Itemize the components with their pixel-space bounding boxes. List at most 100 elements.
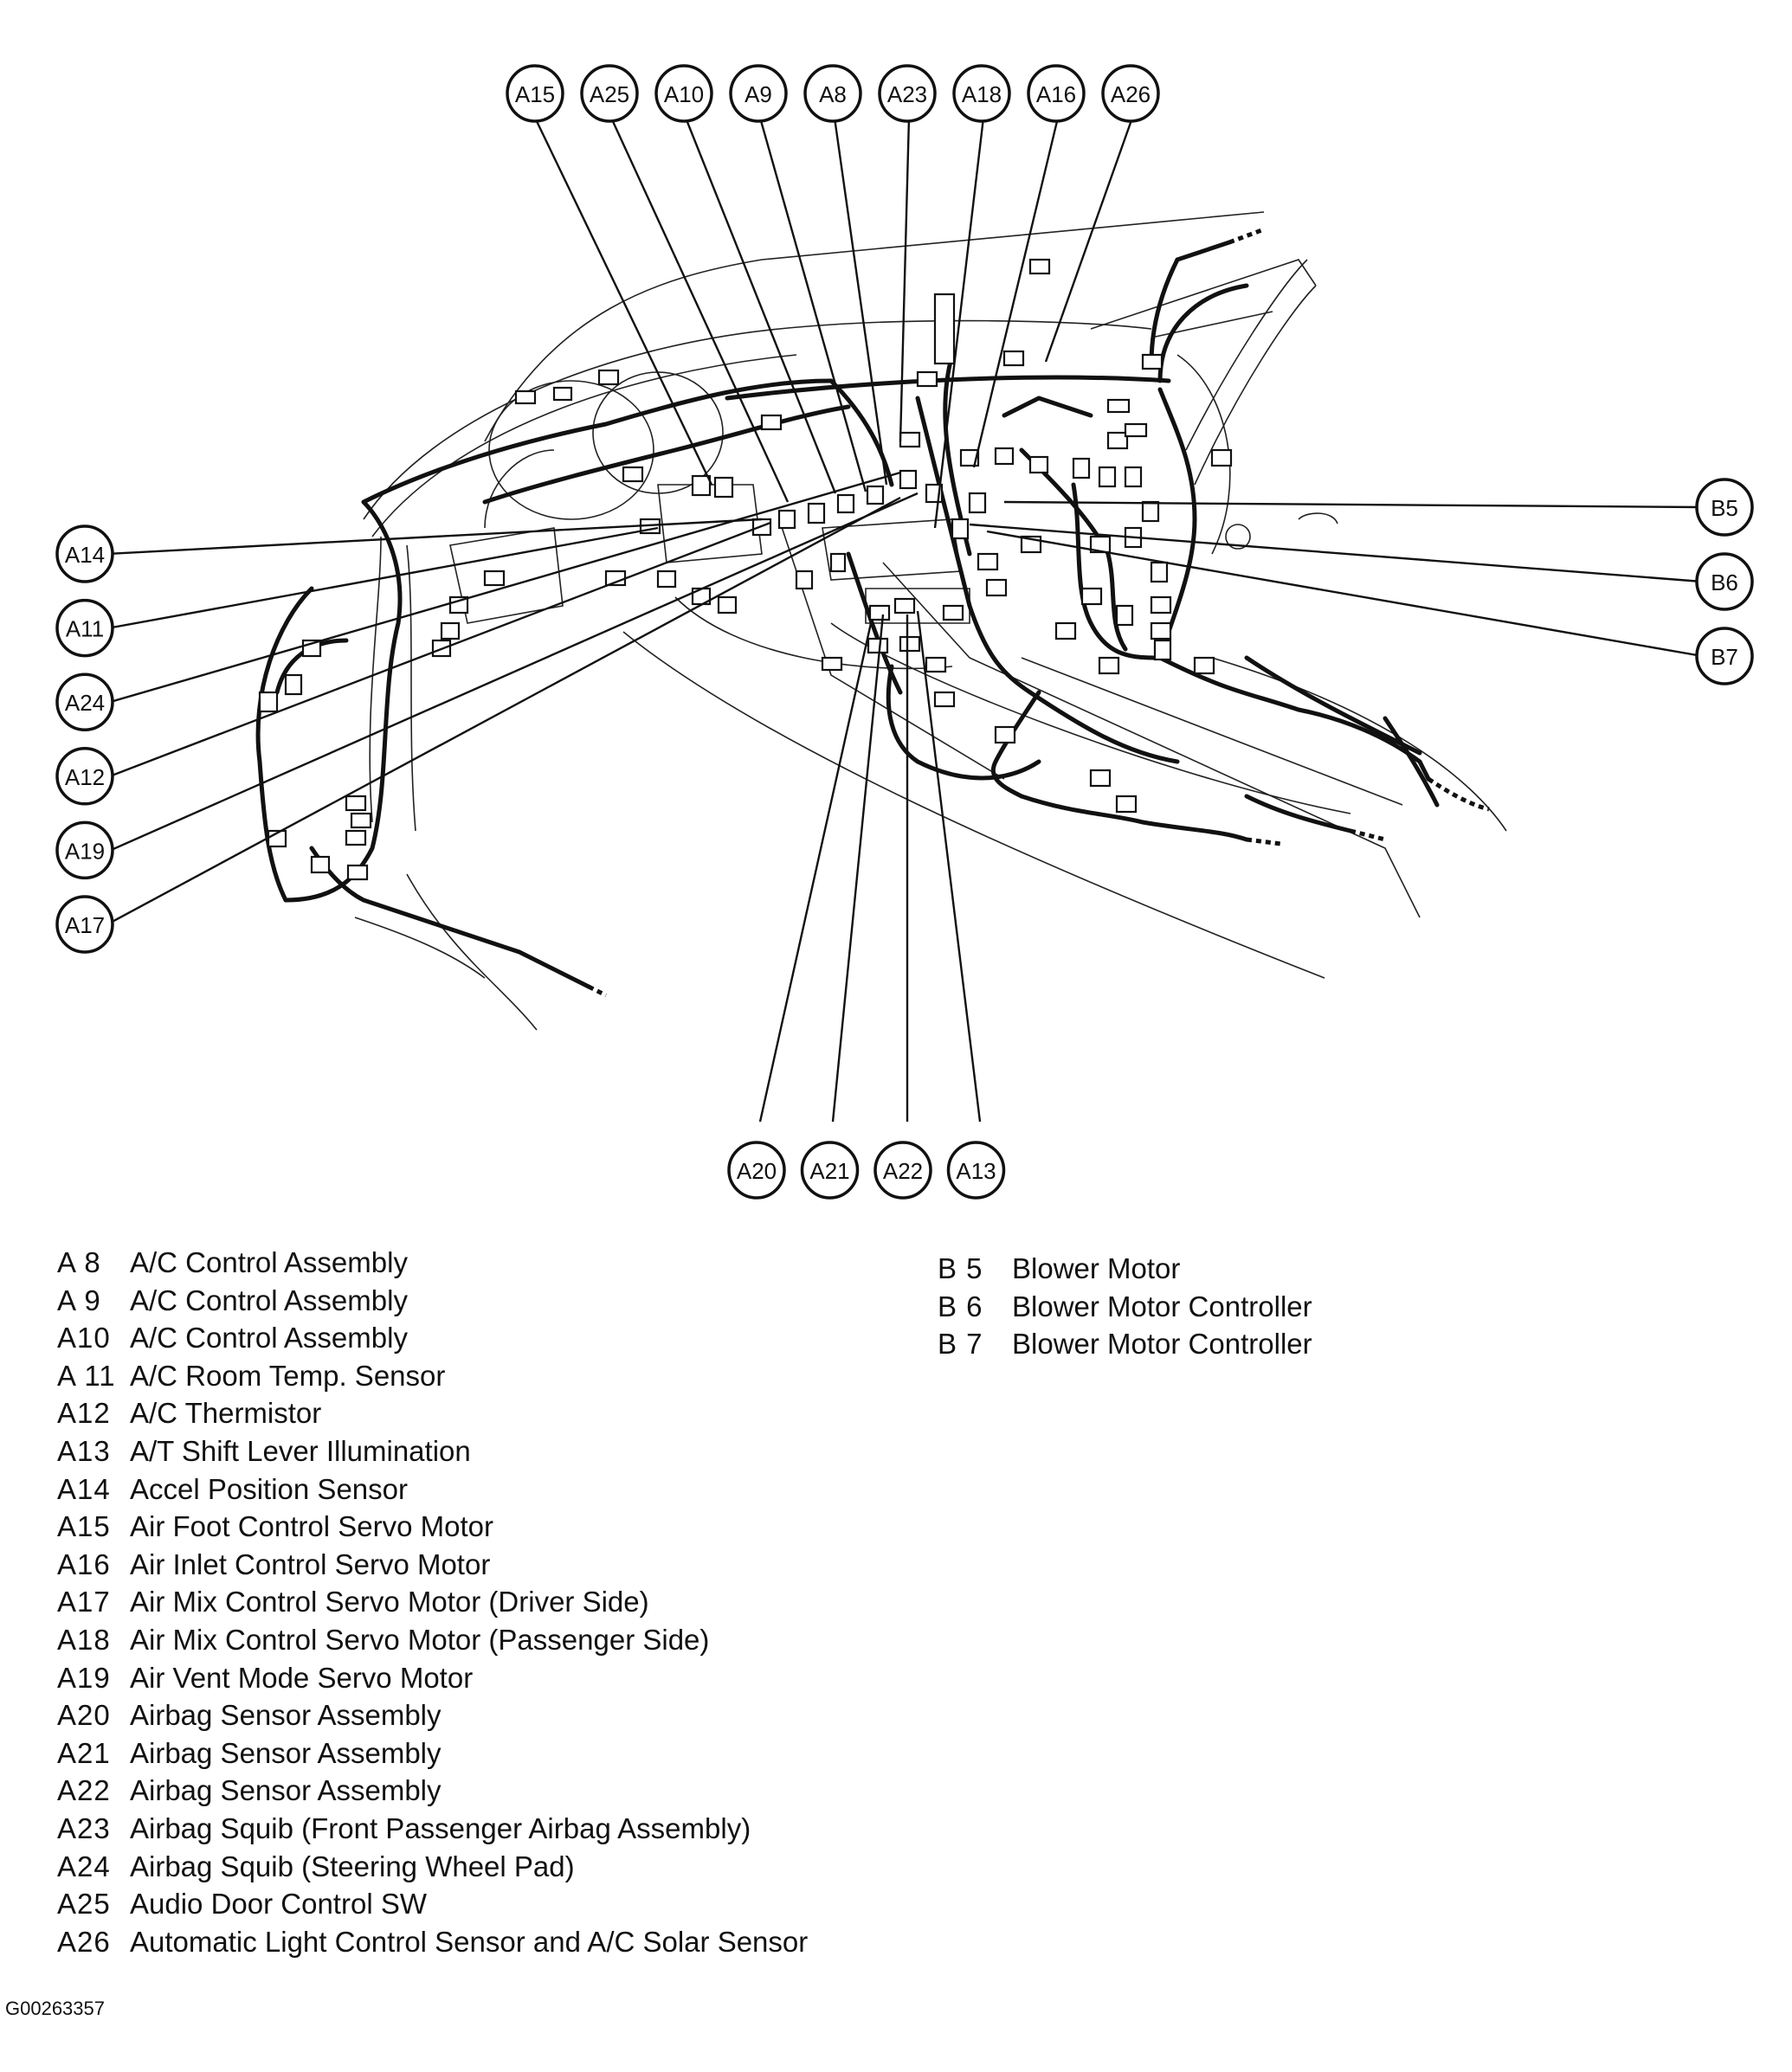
callout-a22: A22 [873, 1141, 932, 1200]
legend-row: A21 Airbag Sensor Assembly [57, 1734, 808, 1773]
callout-circle [952, 64, 1011, 123]
callout-a12: A12 [55, 747, 114, 806]
legend-code: A24 [57, 1850, 111, 1882]
callout-circle [946, 1141, 1006, 1200]
legend-name: Air Inlet Control Servo Motor [130, 1548, 491, 1580]
legend-b-list: B 5 Blower Motor B 6 Blower Motor Controlle… [938, 1250, 1312, 1363]
legend-name: Blower Motor [1012, 1252, 1181, 1284]
legend-code: A16 [57, 1548, 111, 1580]
callout-circle [1695, 627, 1754, 685]
callout-label: A21 [809, 1158, 849, 1184]
callout-label: A26 [1111, 81, 1151, 107]
legend-name: A/C Control Assembly [130, 1284, 408, 1316]
callout-a8: A8 [803, 64, 862, 123]
callout-label: A25 [590, 81, 629, 107]
callout-a23: A23 [878, 64, 937, 123]
legend-code: A18 [57, 1623, 111, 1656]
callout-circle [803, 64, 862, 123]
legend-code: A 8 [57, 1246, 101, 1278]
legend-code: A 9 [57, 1284, 101, 1316]
callout-label: A19 [65, 838, 105, 864]
callout-label: A24 [65, 690, 105, 716]
legend-row: A18 Air Mix Control Servo Motor (Passenge… [57, 1621, 808, 1659]
callout-a26: A26 [1101, 64, 1160, 123]
callout-label: B7 [1711, 644, 1738, 670]
callout-a18: A18 [952, 64, 1011, 123]
legend-code: B 6 [938, 1290, 983, 1322]
callout-label: B6 [1711, 569, 1738, 595]
callout-b7: B7 [1695, 627, 1754, 685]
callout-label: A8 [819, 81, 847, 107]
callout-circle [1027, 64, 1086, 123]
callout-circle [800, 1141, 860, 1200]
legend-code: A21 [57, 1736, 111, 1769]
callout-circle [878, 64, 937, 123]
callout-b5: B5 [1695, 478, 1754, 537]
legend-name: Airbag Sensor Assembly [130, 1699, 442, 1732]
legend-name: Airbag Sensor Assembly [130, 1736, 442, 1769]
callout-circle [1695, 552, 1754, 611]
legend-code: A 11 [57, 1359, 116, 1392]
legend-code: A22 [57, 1774, 111, 1807]
callout-label: A18 [962, 81, 1002, 107]
callout-a11: A11 [55, 598, 114, 658]
legend-name: Accel Position Sensor [130, 1472, 408, 1505]
callout-label: A11 [66, 616, 104, 642]
callout-a21: A21 [800, 1141, 860, 1200]
callout-label: A15 [515, 81, 555, 107]
callout-circle [506, 64, 564, 123]
callout-a9: A9 [729, 64, 788, 123]
legend-code: A23 [57, 1811, 111, 1844]
legend-code: A25 [57, 1888, 111, 1921]
callout-circle [1695, 478, 1754, 537]
callout-label: A13 [956, 1158, 996, 1184]
legend-name: A/C Thermistor [130, 1397, 322, 1430]
legend-code: B 5 [938, 1252, 983, 1284]
legend-name: Air Foot Control Servo Motor [130, 1510, 493, 1543]
callout-a24: A24 [55, 672, 114, 731]
legend-row: B 6 Blower Motor Controller [938, 1288, 1312, 1326]
callout-a25: A25 [580, 64, 639, 123]
callout-label: A12 [65, 764, 105, 790]
callout-a15: A15 [506, 64, 564, 123]
legend-row: A23 Airbag Squib (Front Passenger Airbag … [57, 1810, 808, 1848]
legend-name: A/C Room Temp. Sensor [130, 1359, 446, 1392]
callout-a19: A19 [55, 820, 114, 880]
callout-a17: A17 [55, 895, 114, 954]
dashboard-outline [354, 211, 1507, 1031]
legend-name: Airbag Squib (Steering Wheel Pad) [130, 1850, 575, 1882]
figure-id: G00263357 [5, 1998, 105, 2019]
callout-a14: A14 [55, 524, 114, 583]
legend-code: B 7 [938, 1328, 983, 1361]
callout-circle [729, 64, 788, 123]
legend-name: Air Mix Control Servo Motor (Driver Side… [130, 1586, 649, 1618]
legend-name: Air Mix Control Servo Motor (Passenger S… [130, 1623, 710, 1656]
legend-name: A/T Shift Lever Illumination [130, 1434, 471, 1467]
legend-name: Blower Motor Controller [1012, 1290, 1312, 1322]
legend-name: A/C Control Assembly [130, 1322, 408, 1355]
leader-lines [106, 117, 1703, 1123]
callout-label: A17 [65, 912, 105, 938]
legend-code: A19 [57, 1661, 111, 1694]
callout-label: B5 [1711, 495, 1738, 521]
legend-name: Air Vent Mode Servo Motor [130, 1661, 474, 1694]
legend-row: A19 Air Vent Mode Servo Motor [57, 1659, 808, 1697]
callout-circle [1101, 64, 1160, 123]
callout-label: A22 [883, 1158, 923, 1184]
legend-name: Airbag Squib (Front Passenger Airbag Ass… [130, 1811, 751, 1844]
legend-name: Blower Motor Controller [1012, 1328, 1312, 1361]
